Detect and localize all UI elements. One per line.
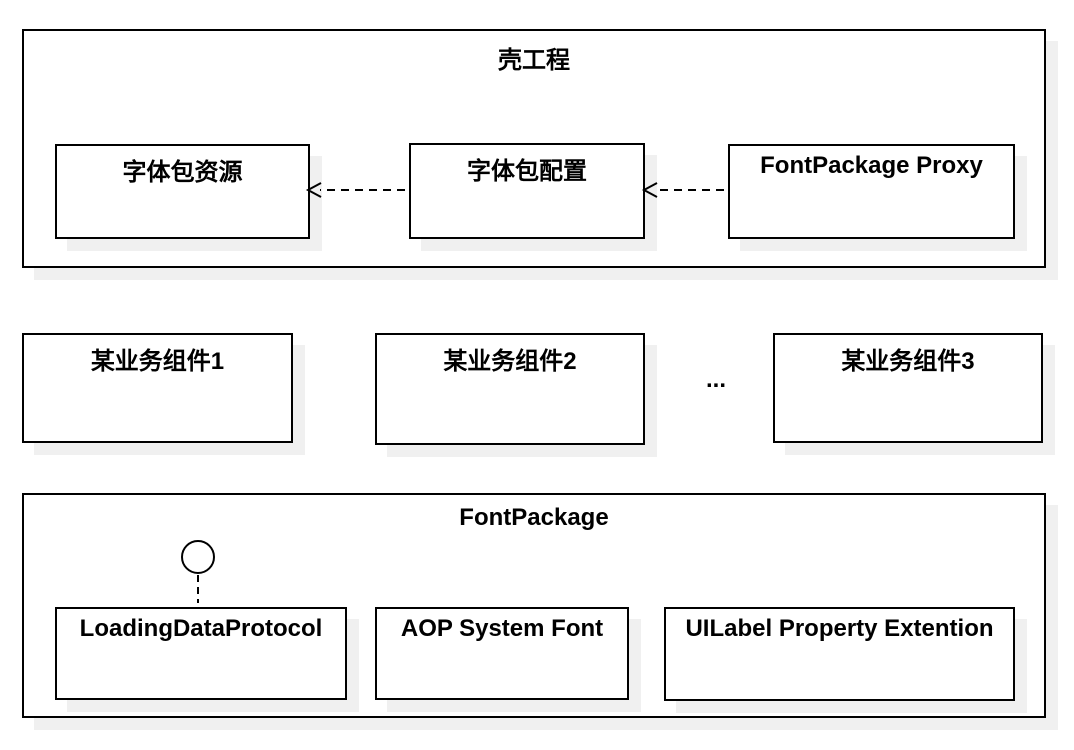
- business-component-3-box: 某业务组件3: [773, 333, 1043, 443]
- business-component-2-label: 某业务组件2: [443, 348, 577, 375]
- font-resource-label: 字体包资源: [122, 159, 243, 186]
- font-config-label: 字体包配置: [467, 158, 587, 185]
- fontpackage-container: FontPackage LoadingDataProtocol AOP Syst…: [22, 493, 1046, 718]
- business-component-3-label: 某业务组件3: [841, 348, 975, 375]
- font-resource-box: 字体包资源: [55, 144, 310, 239]
- fontpackage-title: FontPackage: [459, 504, 609, 531]
- business-component-1-box: 某业务组件1: [22, 333, 293, 443]
- business-component-1-label: 某业务组件1: [90, 348, 225, 375]
- uilabel-property-extention-box: UILabel Property Extention: [664, 607, 1015, 701]
- loading-data-protocol-label: LoadingDataProtocol: [79, 615, 323, 642]
- fontpackage-proxy-box: FontPackage Proxy: [728, 144, 1015, 239]
- shell-project-title: 壳工程: [498, 47, 570, 74]
- shell-project-container: 壳工程 字体包资源 字体包配置 FontPackage Proxy: [22, 29, 1046, 268]
- more-components-ellipsis: ...: [705, 366, 726, 393]
- business-component-2-box: 某业务组件2: [375, 333, 645, 445]
- aop-system-font-label: AOP System Font: [400, 615, 604, 642]
- aop-system-font-box: AOP System Font: [375, 607, 629, 700]
- fontpackage-proxy-label: FontPackage Proxy: [760, 152, 983, 179]
- font-config-box: 字体包配置: [409, 143, 645, 239]
- loading-data-protocol-box: LoadingDataProtocol: [55, 607, 347, 700]
- uilabel-property-extention-label: UILabel Property Extention: [685, 615, 994, 642]
